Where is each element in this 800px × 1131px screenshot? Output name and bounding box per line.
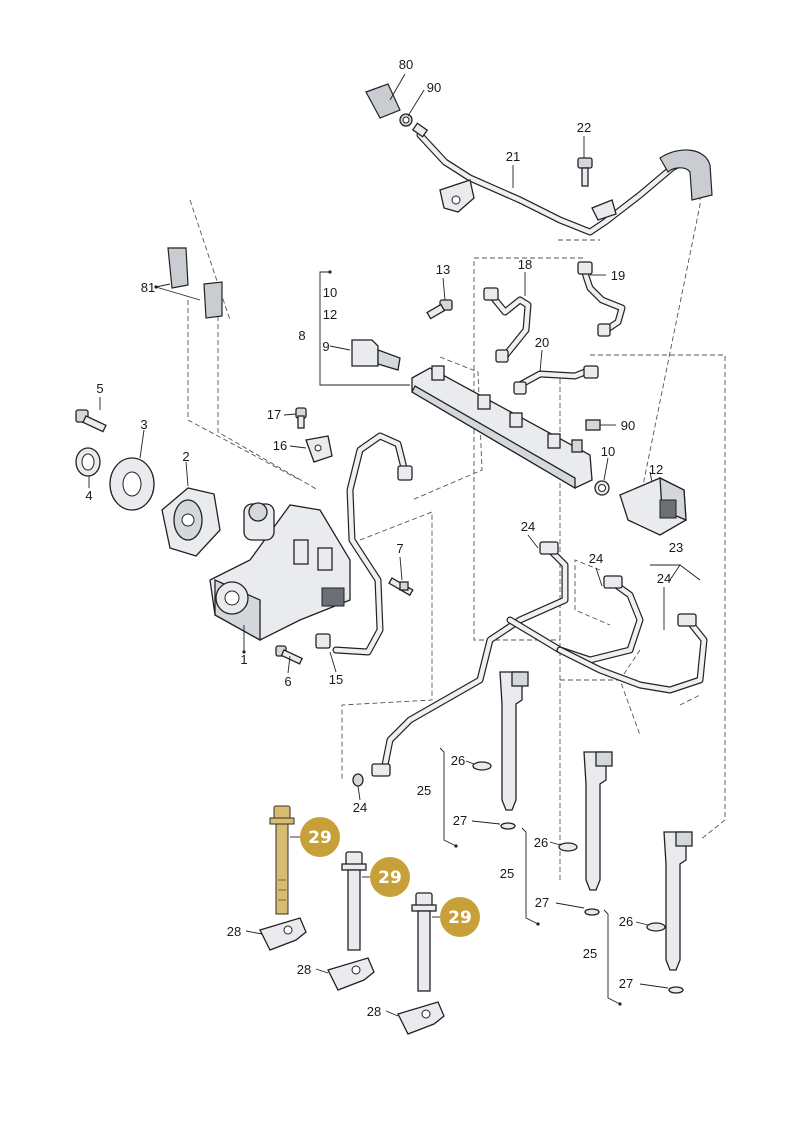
label-25-a: 25 [417,783,431,798]
label-5: 5 [96,381,103,396]
label-90-a: 90 [427,80,441,95]
seal-4 [75,447,101,477]
label-8: 8 [298,328,305,343]
leader-lines [88,73,701,1017]
callout-labels: 80 90 21 22 81 10 12 8 9 13 18 19 20 90 … [85,57,683,1019]
label-17: 17 [267,407,281,422]
hose-80-group [365,83,429,138]
clamps-28 [259,917,445,1035]
injector-brackets [439,747,621,1005]
label-26-c: 26 [619,914,633,929]
label-2: 2 [182,449,189,464]
bracket-16 [305,435,333,463]
label-4: 4 [85,488,92,503]
label-10-b: 10 [601,444,615,459]
fuel-rail [351,339,593,490]
bolt-6 [275,645,303,665]
injector-2 [558,751,613,916]
bolt-17 [295,407,307,429]
bolt-29-c [411,892,437,992]
label-27-a: 27 [453,813,467,828]
label-90-b: 90 [621,418,635,433]
label-28-c: 28 [367,1004,381,1019]
label-24-a: 24 [521,519,535,534]
label-19: 19 [611,268,625,283]
pipe-19 [577,261,626,337]
bolt-13 [426,299,453,320]
label-12-b: 12 [649,462,663,477]
label-24-d: 24 [353,800,367,815]
fuel-return-line [416,131,713,236]
high-pressure-pump [209,502,351,642]
pressure-regulator-12 [594,476,687,536]
injector-lines [352,541,708,787]
label-28-a: 28 [227,924,241,939]
badge-29-c-text: 29 [448,908,472,928]
bolt-29-b [341,851,367,951]
badge-29-a-text: 29 [308,828,332,848]
injector-1 [472,671,529,830]
leader-dots [154,270,622,1006]
hoses-81 [167,247,223,319]
label-18: 18 [518,257,532,272]
bolt-5 [75,409,107,433]
badge-29-a: 29 [300,817,340,857]
label-27-c: 27 [619,976,633,991]
label-27-b: 27 [535,895,549,910]
label-23: 23 [669,540,683,555]
label-26-b: 26 [534,835,548,850]
pipe-15 [315,432,413,656]
label-80: 80 [399,57,413,72]
label-20: 20 [535,335,549,350]
label-24-c: 24 [657,571,671,586]
label-15: 15 [329,672,343,687]
badge-29-b-text: 29 [378,868,402,888]
label-25-b: 25 [500,866,514,881]
label-7: 7 [396,541,403,556]
label-28-b: 28 [297,962,311,977]
pipe-20 [513,365,599,395]
label-1: 1 [240,652,247,667]
label-10-a: 10 [323,285,337,300]
label-26-a: 26 [451,753,465,768]
gear-3 [109,457,155,511]
clip-90 [585,419,601,431]
injector-3 [646,831,693,994]
label-3: 3 [140,417,147,432]
label-12-a: 12 [323,307,337,322]
sprocket-hub-2 [161,487,221,557]
stud-7 [388,577,414,597]
label-16: 16 [273,438,287,453]
label-6: 6 [284,674,291,689]
label-9: 9 [322,339,329,354]
pipe-18 [483,287,532,363]
badge-29-c: 29 [440,897,480,937]
label-13: 13 [436,262,450,277]
bolt-22 [577,157,593,187]
label-25-c: 25 [583,946,597,961]
badge-29-b: 29 [370,857,410,897]
bolt-29-highlighted [269,805,295,915]
label-22: 22 [577,120,591,135]
label-81: 81 [141,280,155,295]
label-24-b: 24 [589,551,603,566]
label-21: 21 [506,149,520,164]
